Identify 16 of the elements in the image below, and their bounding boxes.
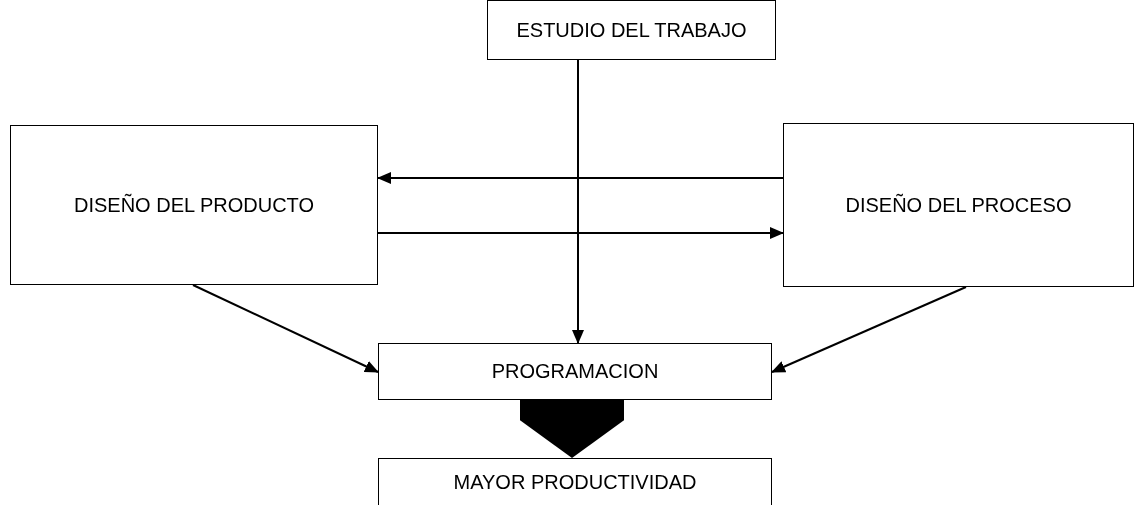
process-box <box>378 343 772 400</box>
block-arrow <box>520 400 624 458</box>
node-label: ESTUDIO DEL TRABAJO <box>516 17 747 43</box>
arrow <box>771 286 967 373</box>
arrow <box>192 284 379 373</box>
process-box <box>783 123 1134 287</box>
process-box <box>378 458 772 505</box>
process-box <box>10 125 378 285</box>
process-box <box>487 0 776 60</box>
arrow <box>377 227 784 239</box>
node-label: DISEÑO DEL PRODUCTO <box>73 192 314 218</box>
node-label: DISEÑO DEL PROCESO <box>845 192 1072 218</box>
arrow <box>377 172 784 184</box>
node-label: PROGRAMACION <box>491 359 659 384</box>
arrow <box>572 59 584 344</box>
node-label: MAYOR PRODUCTIVIDAD <box>453 470 697 495</box>
